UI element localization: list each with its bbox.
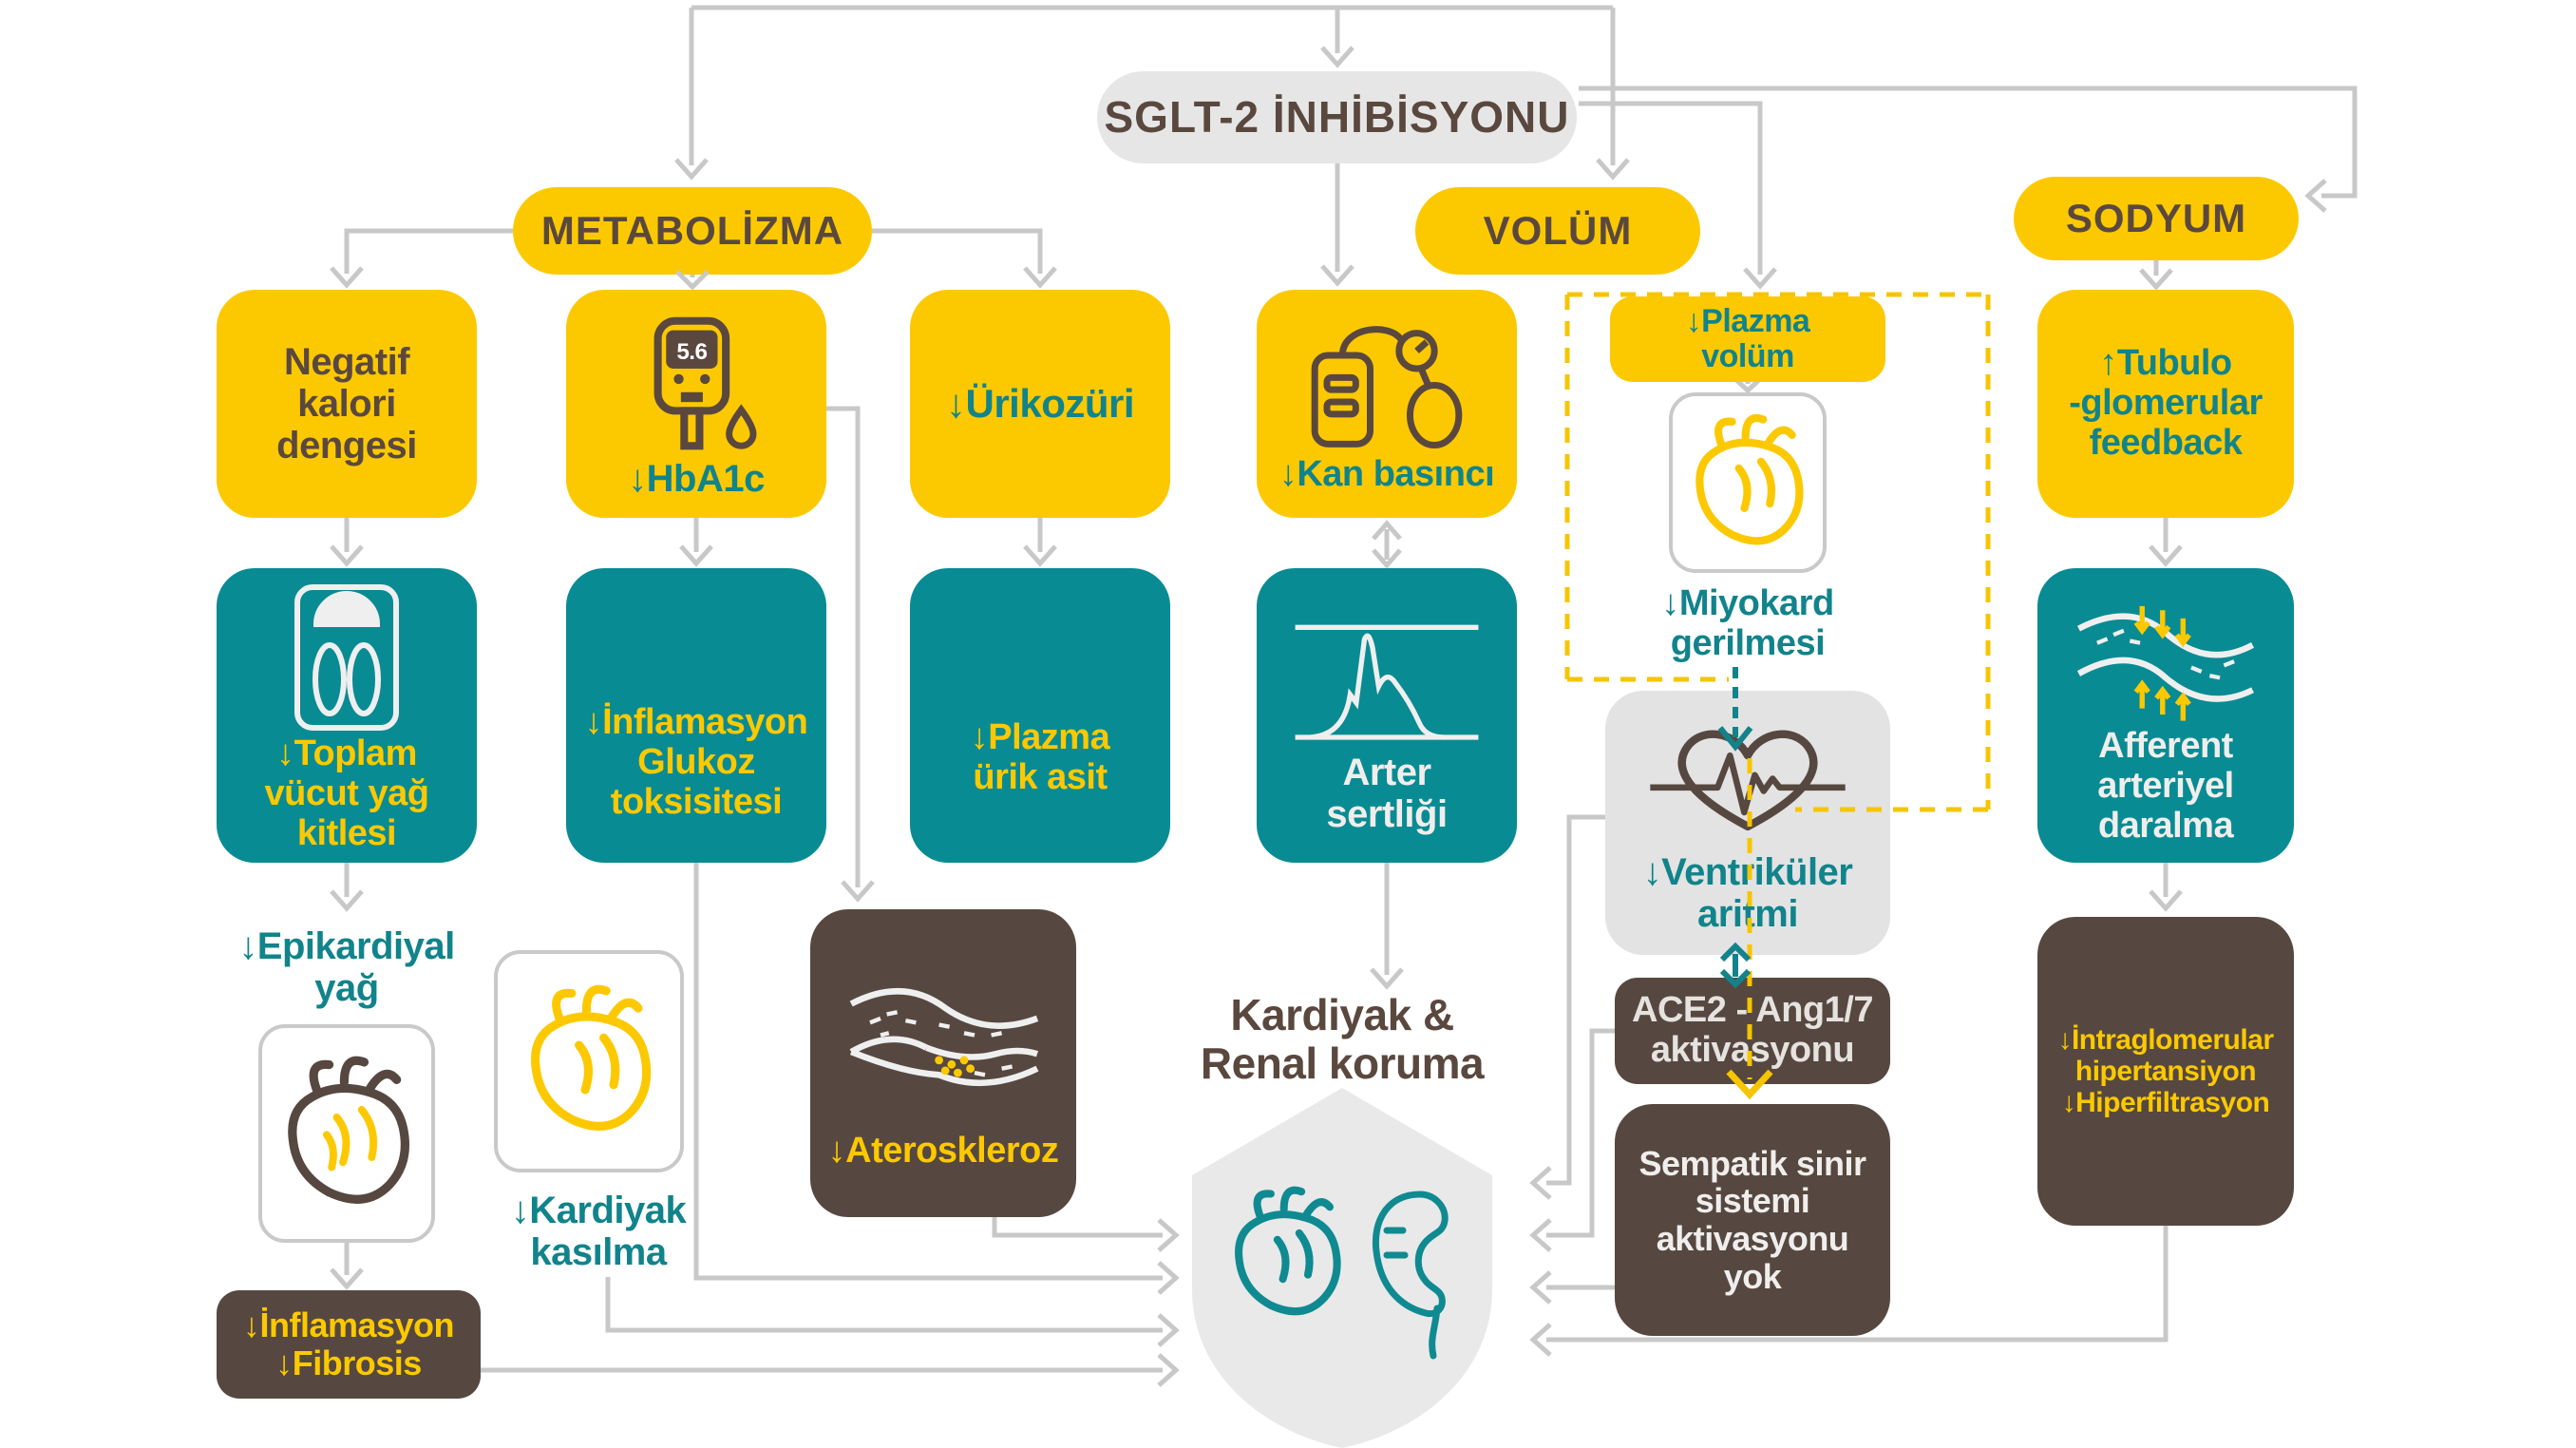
pulse-wave-icon (1295, 624, 1479, 740)
node-afferent-label: Afferent arteriyel daralma (2097, 726, 2234, 846)
node-urikozuri: ↓Ürikozüri (910, 290, 1170, 518)
node-ateroskleroz-label: ↓Ateroskleroz (827, 1131, 1059, 1172)
node-miyokard-label: ↓Miyokard gerilmesi (1661, 583, 1834, 663)
node-sempatik-label: Sempatik sinir sistemi aktivasyonu yok (1638, 1143, 1866, 1296)
heart-box-kardiyak (494, 950, 684, 1172)
title-label: SGLT-2 İNHİBİSYONU (1104, 92, 1570, 143)
node-inflamasyon-fibrosis-label: ↓İnflamasyon ↓Fibrosis (242, 1305, 455, 1382)
heart-icon-brown-yellow (288, 1056, 409, 1204)
node-hba1c-label: ↓HbA1c (628, 458, 765, 500)
category-sodyum-label: SODYUM (2065, 195, 2247, 240)
node-hba1c: 5.6 ↓HbA1c (566, 290, 826, 518)
blood-pressure-icon (1311, 326, 1463, 449)
node-tubulo-glomerular-label: ↑Tubulo -glomerular feedback (2069, 343, 2263, 463)
node-tubulo-glomerular: ↑Tubulo -glomerular feedback (2037, 290, 2294, 518)
node-kan-basinci: ↓Kan basıncı (1257, 290, 1517, 518)
node-arter-sertligi: Arter sertliği (1257, 568, 1517, 863)
node-negatif-kalori: Negatif kalori dengesi (217, 290, 477, 518)
node-epikardiyal-label: ↓Epikardiyal yağ (238, 925, 455, 1009)
node-plazma-volum: ↓Plazma volüm (1610, 296, 1885, 382)
category-metabolizma-label: METABOLİZMA (540, 207, 844, 253)
node-sempatik: Sempatik sinir sistemi aktivasyonu yok (1615, 1104, 1890, 1336)
node-plazma-volum-label: ↓Plazma volüm (1685, 302, 1810, 374)
node-ventrikuler-label: ↓Ventriküler aritmi (1642, 851, 1853, 935)
node-toplam-vucut: ↓Toplam vücut yağ kitlesi (217, 568, 477, 863)
category-metabolizma: METABOLİZMA (513, 187, 872, 275)
node-inflamasyon-glukoz-label: ↓İnflamasyon Glukoz toksisitesi (584, 702, 808, 822)
node-epikardiyal: ↓Epikardiyal yağ (228, 924, 465, 1011)
node-inflamasyon-glukoz: ↓İnflamasyon Glukoz toksisitesi (566, 568, 826, 863)
node-outcome-title: Kardiyak & Renal koruma (1152, 991, 1532, 1087)
node-ace2-label: ACE2 - Ang1/7 aktivasyonu (1632, 990, 1873, 1070)
category-sodyum: SODYUM (2014, 177, 2299, 260)
category-volum-label: VOLÜM (1483, 207, 1633, 253)
node-toplam-vucut-label: ↓Toplam vücut yağ kitlesi (264, 734, 429, 853)
node-urikozuri-label: ↓Ürikozüri (945, 380, 1135, 426)
glucometer-value: 5.6 (676, 339, 707, 365)
node-plazma-urik: ↓Plazma ürik asit (910, 568, 1170, 863)
node-negatif-kalori-label: Negatif kalori dengesi (276, 341, 417, 467)
heart-icon-yellow (1695, 413, 1804, 545)
glucometer-icon: 5.6 (653, 316, 757, 450)
title-sglt2-inhibisyonu: SGLT-2 İNHİBİSYONU (1097, 71, 1577, 163)
node-intraglomerular: ↓İntraglomerular hipertansiyon ↓Hiperfil… (2037, 917, 2294, 1226)
weight-scale-icon (294, 584, 399, 732)
node-miyokard: ↓Miyokard gerilmesi (1605, 581, 1890, 667)
node-kan-basinci-label: ↓Kan basıncı (1279, 454, 1495, 495)
atherosclerosis-artery-icon (849, 988, 1039, 1087)
node-plazma-urik-label: ↓Plazma ürik asit (970, 717, 1110, 797)
node-ateroskleroz: ↓Ateroskleroz (810, 909, 1076, 1217)
node-ventrikuler: ↓Ventriküler aritmi (1605, 691, 1890, 955)
node-outcome-label: Kardiyak & Renal koruma (1200, 990, 1485, 1088)
node-intraglomerular-label: ↓İntraglomerular hipertansiyon ↓Hiperfil… (2057, 1024, 2274, 1118)
heart-box-volum (1669, 392, 1827, 573)
afferent-artery-icon (2076, 606, 2255, 721)
node-arter-sertligi-label: Arter sertliği (1326, 752, 1448, 835)
node-inflamasyon-fibrosis: ↓İnflamasyon ↓Fibrosis (217, 1290, 481, 1399)
node-ace2: ACE2 - Ang1/7 aktivasyonu (1615, 978, 1890, 1084)
shield-kidney-icon (1372, 1191, 1449, 1360)
heart-box-epikardiyal (258, 1024, 435, 1243)
category-volum: VOLÜM (1415, 187, 1700, 275)
heart-ecg-icon (1650, 730, 1846, 831)
node-kardiyak-kasilma: ↓Kardiyak kasılma (503, 1186, 693, 1277)
protection-shield-icon (1192, 1088, 1492, 1448)
shield-heart-icon (1235, 1186, 1341, 1316)
heart-icon-yellow (531, 984, 652, 1131)
node-afferent: Afferent arteriyel daralma (2037, 568, 2294, 863)
node-kardiyak-kasilma-label: ↓Kardiyak kasılma (510, 1190, 687, 1273)
